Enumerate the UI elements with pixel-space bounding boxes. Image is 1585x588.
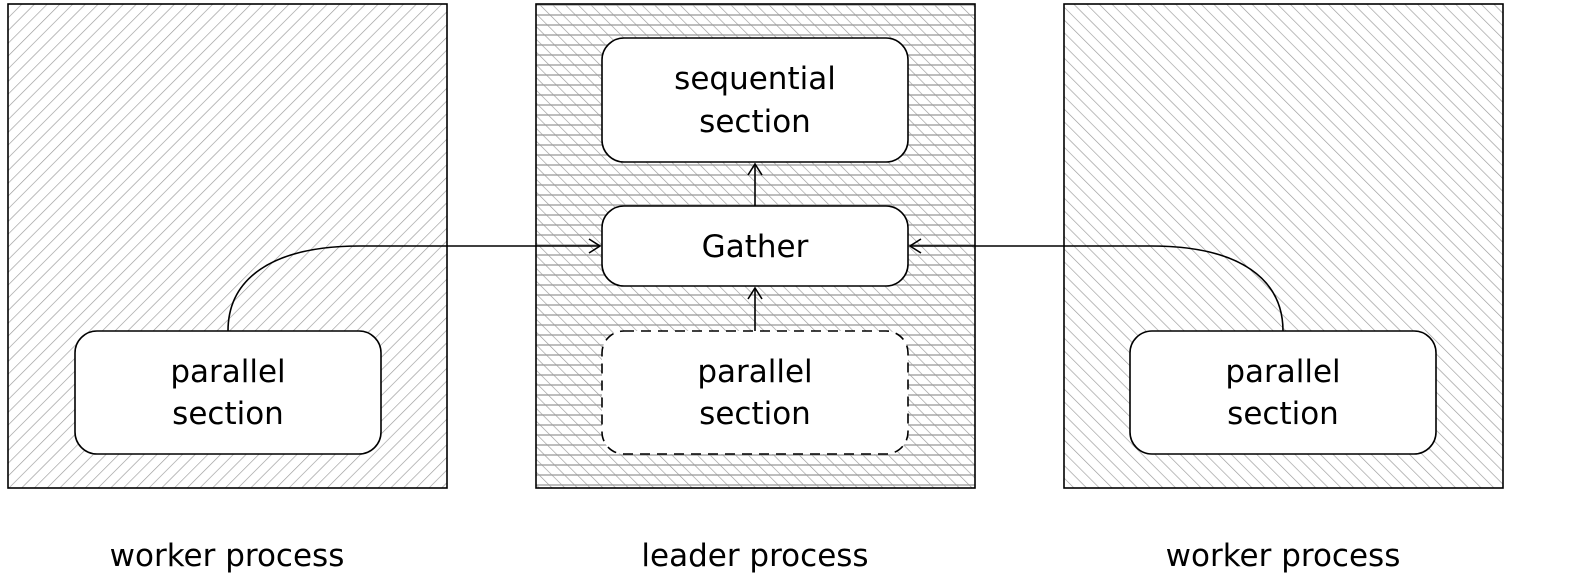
sequential-section-line1: sequential [674, 61, 836, 97]
parallel-section-left-line1: parallel [170, 354, 285, 390]
parallel-section-center-line1: parallel [697, 354, 812, 390]
parallel-section-right-line2: section [1227, 396, 1339, 432]
gather-label: Gather [702, 229, 809, 265]
parallel-section-center-box [601, 330, 909, 455]
leader-process: sequential section Gather parallel secti… [535, 3, 976, 489]
caption-worker-right: worker process [1166, 538, 1401, 574]
sequential-section-box [601, 37, 909, 163]
parallel-section-left-box [74, 330, 382, 455]
arrow-right-worker-to-gather [908, 238, 1284, 332]
caption-leader: leader process [641, 538, 868, 574]
caption-worker-left: worker process [110, 538, 345, 574]
arrow-left-worker-to-gather [227, 238, 602, 332]
parallel-section-right-line1: parallel [1225, 354, 1340, 390]
sequential-section-line2: section [699, 104, 811, 140]
parallel-section-center-line2: section [699, 396, 811, 432]
parallel-section-left-line2: section [172, 396, 284, 432]
parallel-section-right-box [1129, 330, 1437, 455]
